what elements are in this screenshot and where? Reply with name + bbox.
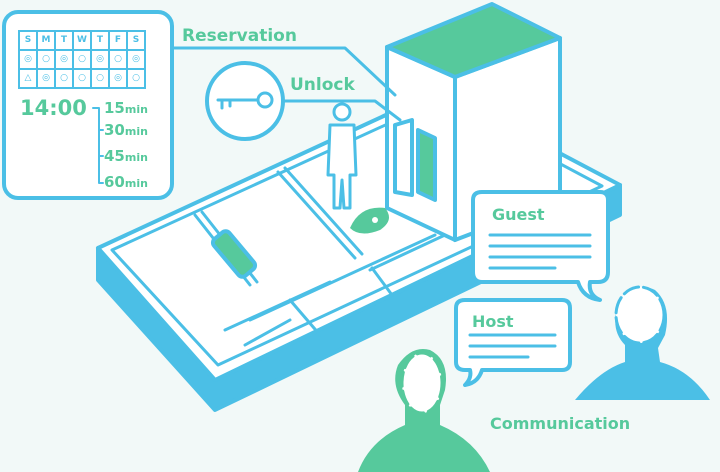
- availability-cell: ◎: [126, 49, 146, 70]
- duration-value: 15: [104, 99, 125, 117]
- host-bubble: [454, 298, 572, 387]
- guest-figure: [326, 102, 358, 210]
- location-pin: [350, 207, 389, 234]
- duration-option: 30min: [104, 121, 148, 139]
- duration-value: 30: [104, 121, 125, 139]
- guest-label: Guest: [492, 205, 545, 224]
- day-header: T: [90, 30, 110, 51]
- day-header: S: [126, 30, 146, 51]
- building-roof: [385, 2, 562, 79]
- availability-cell: ◎: [54, 49, 74, 70]
- availability-cell: ○: [108, 49, 128, 70]
- duration-option: 15min: [104, 99, 148, 117]
- day-header: T: [54, 30, 74, 51]
- duration-option: 60min: [104, 173, 148, 191]
- day-header: M: [36, 30, 56, 51]
- day-header: W: [72, 30, 92, 51]
- availability-cell: ○: [36, 49, 56, 70]
- availability-cell: △: [18, 68, 38, 89]
- key-icon: [216, 91, 274, 110]
- availability-cell: ○: [72, 49, 92, 70]
- availability-cell: ◎: [90, 49, 110, 70]
- availability-cell: ◎: [18, 49, 38, 70]
- availability-cell: ◎: [108, 68, 128, 89]
- duration-value: 60: [104, 173, 125, 191]
- day-header: S: [18, 30, 38, 51]
- unlock-label: Unlock: [290, 75, 355, 95]
- availability-cell: ○: [54, 68, 74, 89]
- guest-avatar: [575, 285, 710, 400]
- duration-value: 45: [104, 147, 125, 165]
- reservation-label: Reservation: [182, 26, 297, 46]
- communication-label: Communication: [490, 414, 631, 433]
- availability-cell: ○: [126, 68, 146, 89]
- duration-unit: min: [124, 151, 148, 164]
- duration-unit: min: [124, 125, 148, 138]
- start-time: 14:00: [20, 96, 87, 120]
- availability-cell: ○: [72, 68, 92, 89]
- duration-unit: min: [124, 177, 148, 190]
- car: [210, 229, 258, 279]
- availability-cell: ○: [90, 68, 110, 89]
- day-header: F: [108, 30, 128, 51]
- availability-cell: ◎: [36, 68, 56, 89]
- door: [393, 118, 414, 197]
- host-label: Host: [472, 312, 514, 331]
- duration-unit: min: [124, 103, 148, 116]
- duration-option: 45min: [104, 147, 148, 165]
- host-figure: [358, 349, 490, 472]
